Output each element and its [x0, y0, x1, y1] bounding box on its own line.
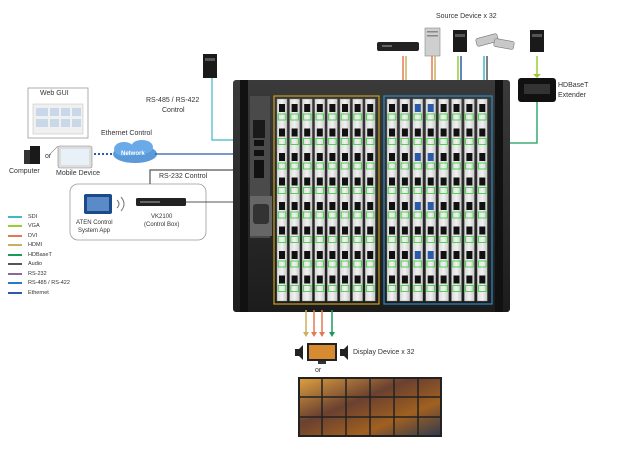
web-gui-label: Web GUI	[40, 90, 69, 97]
wireless-icon	[116, 196, 125, 212]
hdbaset-label: HDBaseT	[558, 82, 589, 89]
aten-app-label-2: System App	[78, 228, 111, 234]
legend-swatch	[8, 263, 22, 265]
rs232-control-label: RS-232 Control	[159, 173, 208, 180]
legend-item: Ethernet	[8, 288, 49, 297]
legend-swatch	[8, 253, 22, 256]
input-section	[383, 95, 493, 305]
legend-label: Ethernet	[28, 289, 49, 296]
speaker-left-icon	[295, 345, 303, 360]
io-card	[425, 98, 436, 302]
io-card	[339, 98, 351, 302]
legend-label: VGA	[28, 223, 40, 229]
control-box-icon	[136, 198, 186, 206]
or-label: or	[45, 153, 52, 160]
legend-item: Audio	[8, 260, 42, 269]
io-card	[477, 98, 488, 302]
display-device-label: Display Device x 32	[353, 349, 415, 356]
legend-swatch	[8, 234, 22, 237]
io-card	[327, 98, 338, 302]
pc-tower-icon	[453, 30, 467, 52]
dvd-player-icon	[377, 42, 419, 51]
legend-label: SDI	[28, 213, 38, 220]
ethernet-control-label: Ethernet Control	[101, 130, 152, 137]
legend-item: RS-232	[8, 269, 47, 278]
or-label-2: or	[315, 367, 322, 374]
output-cables	[305, 310, 333, 332]
legend-item: RS-485 / RS-422	[8, 279, 70, 288]
io-card	[276, 98, 288, 302]
io-card	[289, 98, 300, 302]
output-section	[273, 95, 380, 305]
legend-item: HDMI	[8, 241, 42, 250]
io-card	[399, 98, 411, 302]
legend-swatch	[8, 225, 22, 227]
network-cloud-icon	[113, 140, 157, 163]
legend-swatch	[8, 291, 22, 294]
legend-label: DVI	[28, 232, 38, 239]
io-cards	[276, 98, 488, 302]
legend-label: Audio	[28, 261, 43, 267]
network-label: Network	[121, 151, 145, 157]
io-card	[365, 98, 376, 302]
rs485-control-label: Control	[162, 107, 185, 114]
extender-label: Extender	[558, 92, 587, 99]
computer-icon	[30, 146, 40, 164]
rs485-device-icon	[203, 54, 217, 78]
legend-swatch	[8, 282, 22, 284]
speaker-right-icon	[340, 345, 348, 360]
legend-item: SDI	[8, 212, 37, 221]
security-camera-icon	[475, 33, 515, 50]
legend-label: HDBaseT	[28, 251, 52, 258]
legend-item: VGA	[8, 222, 40, 231]
legend-swatch	[8, 215, 22, 218]
source-device-label: Source Device x 32	[436, 13, 497, 20]
io-card	[438, 98, 449, 302]
rs485-label: RS-485 / RS-422	[146, 97, 200, 104]
io-card	[386, 98, 398, 302]
mobile-device-label: Mobile Device	[56, 170, 100, 177]
io-card	[412, 98, 423, 302]
pc-tower-icon-2	[530, 30, 544, 52]
legend-label: RS-485 / RS-422	[28, 280, 70, 286]
legend-label: RS-232	[28, 270, 47, 277]
control-box-label: (Control Box)	[144, 222, 180, 228]
legend-item: HDBaseT	[8, 250, 52, 259]
aten-app-label-1: ATEN Control	[76, 220, 113, 226]
io-card	[352, 98, 363, 302]
legend-item: DVI	[8, 231, 37, 240]
io-card	[314, 98, 325, 302]
source-devices	[377, 27, 544, 57]
legend-swatch	[8, 272, 22, 275]
vk2100-label: VK2100	[151, 214, 173, 220]
legend-swatch	[8, 244, 22, 246]
io-card	[302, 98, 313, 302]
computer-label: Computer	[9, 168, 40, 175]
legend-label: HDMI	[28, 242, 43, 248]
io-card	[451, 98, 462, 302]
io-card	[464, 98, 475, 302]
